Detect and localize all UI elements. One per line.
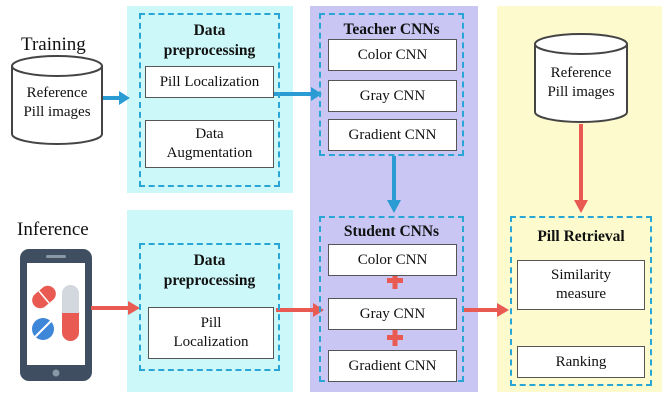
database-icon [11,55,103,145]
teacher-cnn-title: Teacher CNNs [343,21,440,38]
preprocessing-panel-inference [127,210,293,392]
teacher-cnn-group [319,13,464,156]
pill-localization-box: Pill Localization [145,66,274,98]
training-label: Training [21,34,86,55]
pill-retrieval-group [510,216,652,386]
arrow [462,303,509,317]
arrow [274,87,322,101]
arrow [574,124,588,213]
preprocessing-group [139,13,280,187]
teacher-gradient-cnn: Gradient CNN [328,119,457,151]
arrow [103,91,130,105]
plus-icon [387,272,403,289]
student-gray-cnn: Gray CNN [328,298,457,330]
arrow [91,301,140,315]
ranking-box: Ranking [517,346,645,378]
student-cnn-title: Student CNNs [343,223,440,240]
database-label: Reference Pill images [547,65,615,100]
student-color-cnn: Color CNN [328,244,457,276]
pill-localization-box: Pill Localization [148,307,274,359]
phone-icon [20,249,92,381]
arrow [276,303,324,317]
student-gradient-cnn: Gradient CNN [328,350,457,382]
preprocessing-group [139,243,280,371]
teacher-color-cnn: Color CNN [328,39,457,71]
database-icon [534,33,628,123]
similarity-measure-box: Similarity measure [517,260,645,310]
preprocessing-title: Data preprocessing [163,252,256,290]
arrow [387,156,401,213]
teacher-gray-cnn: Gray CNN [328,80,457,112]
preprocessing-title: Data preprocessing [163,22,256,60]
data-augmentation-box: Data Augmentation [145,120,274,168]
plus-icon [387,329,403,346]
pill-retrieval-title: Pill Retrieval [537,228,625,245]
inference-label: Inference [17,219,89,240]
database-label: Reference Pill images [23,85,91,120]
